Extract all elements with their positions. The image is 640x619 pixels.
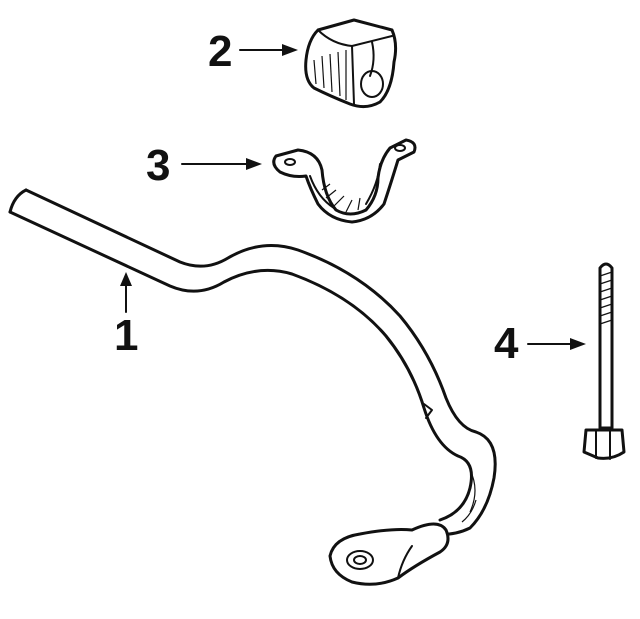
- callout-group-3: 3: [146, 141, 262, 190]
- callout-group-1: 1: [114, 272, 138, 360]
- bushing[interactable]: [304, 18, 398, 109]
- leader-arrow-2: [282, 44, 298, 56]
- bracket[interactable]: [272, 138, 417, 224]
- callout-group-4: 4: [494, 319, 586, 368]
- callout-2: 2: [208, 27, 232, 76]
- callout-1: 1: [114, 311, 138, 360]
- stabilizer-bar[interactable]: [8, 188, 497, 586]
- leader-arrow-4: [570, 338, 586, 350]
- leader-arrow-3: [246, 158, 262, 170]
- callout-group-2: 2: [208, 27, 298, 76]
- bolt[interactable]: [582, 262, 626, 460]
- leader-arrow-1: [120, 272, 132, 286]
- callout-4: 4: [494, 319, 519, 368]
- callout-3: 3: [146, 141, 170, 190]
